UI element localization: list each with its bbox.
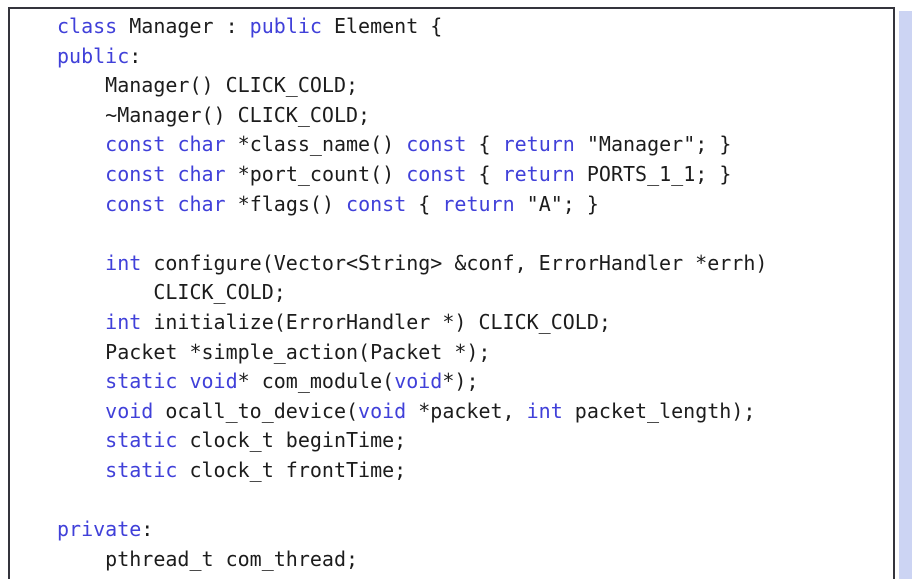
code-keyword: return [502, 132, 575, 157]
code-text: { [466, 161, 503, 186]
code-line: const char *port_count() const { return … [57, 160, 883, 190]
code-text: Manager() CLICK_COLD; [57, 73, 359, 98]
code-keyword: char [177, 191, 226, 216]
code-keyword: const [105, 191, 166, 216]
code-keyword: int [526, 398, 563, 423]
code-line: int initialize(ErrorHandler *) CLICK_COL… [57, 308, 883, 338]
code-text: : [141, 517, 154, 542]
code-line: const char *class_name() const { return … [57, 130, 883, 160]
code-keyword: class [57, 14, 118, 38]
code-text [57, 132, 105, 156]
code-text: Manager : [117, 14, 250, 38]
code-keyword: static [105, 457, 178, 482]
code-text: *class_name() [225, 132, 407, 157]
code-listing: class Manager : public Element {public: … [10, 9, 893, 574]
code-line: static void* com_module(void*); [57, 367, 883, 397]
code-text [57, 369, 105, 393]
code-text [57, 192, 105, 216]
listing-drop-shadow [899, 11, 912, 579]
code-keyword: char [177, 161, 226, 186]
code-text: configure(Vector<String> &conf, ErrorHan… [141, 250, 768, 275]
code-keyword: static [105, 428, 178, 453]
code-text: { [466, 132, 503, 157]
code-text [177, 369, 189, 393]
code-text: ~Manager() CLICK_COLD; [57, 102, 371, 127]
code-text: Element { [321, 14, 443, 38]
code-line: public: [57, 42, 883, 72]
code-text: clock_t beginTime; [177, 428, 407, 453]
code-line: static clock_t frontTime; [57, 456, 883, 486]
code-keyword: const [406, 132, 467, 157]
code-keyword: int [105, 250, 142, 275]
code-text: "Manager"; } [574, 132, 732, 157]
code-text: *flags() [225, 191, 347, 216]
code-listing-frame: class Manager : public Element {public: … [8, 7, 895, 579]
code-keyword: public [57, 43, 130, 68]
code-text [57, 162, 105, 186]
code-line [57, 486, 883, 516]
code-text [57, 428, 105, 452]
code-text: *); [442, 369, 479, 394]
code-keyword: void [105, 398, 154, 423]
code-text: { [406, 191, 443, 216]
code-keyword: return [442, 191, 515, 216]
code-text: * com_module( [237, 369, 395, 394]
code-keyword: const [105, 132, 166, 157]
code-line: CLICK_COLD; [57, 278, 883, 308]
code-keyword: return [502, 161, 575, 186]
code-line: class Manager : public Element { [57, 12, 883, 42]
code-text: clock_t frontTime; [177, 457, 407, 482]
code-text: "A"; } [514, 191, 599, 216]
code-line: ~Manager() CLICK_COLD; [57, 101, 883, 131]
code-text: packet_length); [562, 398, 756, 423]
code-keyword: static [105, 369, 178, 394]
code-keyword: private [57, 517, 142, 542]
code-keyword: const [346, 191, 407, 216]
code-line: const char *flags() const { return "A"; … [57, 190, 883, 220]
code-line: private: [57, 515, 883, 545]
code-text [57, 399, 105, 423]
code-text [165, 162, 177, 186]
code-text: : [129, 43, 142, 68]
code-text: Packet *simple_action(Packet *); [57, 339, 491, 364]
code-text: pthread_t com_thread; [57, 546, 359, 571]
code-keyword: void [394, 369, 443, 394]
code-text [165, 132, 177, 156]
code-line: int configure(Vector<String> &conf, Erro… [57, 249, 883, 279]
code-text [165, 192, 177, 216]
code-text: initialize(ErrorHandler *) CLICK_COLD; [141, 309, 611, 334]
code-line: Manager() CLICK_COLD; [57, 71, 883, 101]
code-text: CLICK_COLD; [57, 280, 286, 305]
code-text [57, 310, 105, 334]
code-text: *packet, [406, 398, 527, 423]
code-text: ocall_to_device( [153, 398, 359, 423]
code-line [57, 219, 883, 249]
code-keyword: public [249, 14, 322, 38]
code-keyword: int [105, 309, 142, 334]
code-text [57, 251, 105, 275]
code-line: void ocall_to_device(void *packet, int p… [57, 397, 883, 427]
code-keyword: const [406, 161, 467, 186]
code-line: Packet *simple_action(Packet *); [57, 338, 883, 368]
code-keyword: void [189, 369, 238, 394]
code-line: pthread_t com_thread; [57, 545, 883, 575]
code-text: *port_count() [225, 161, 407, 186]
code-line: static clock_t beginTime; [57, 426, 883, 456]
code-keyword: char [177, 132, 226, 157]
code-keyword: const [105, 161, 166, 186]
code-keyword: void [358, 398, 407, 423]
code-text [57, 458, 105, 482]
code-text: PORTS_1_1; } [574, 161, 732, 186]
